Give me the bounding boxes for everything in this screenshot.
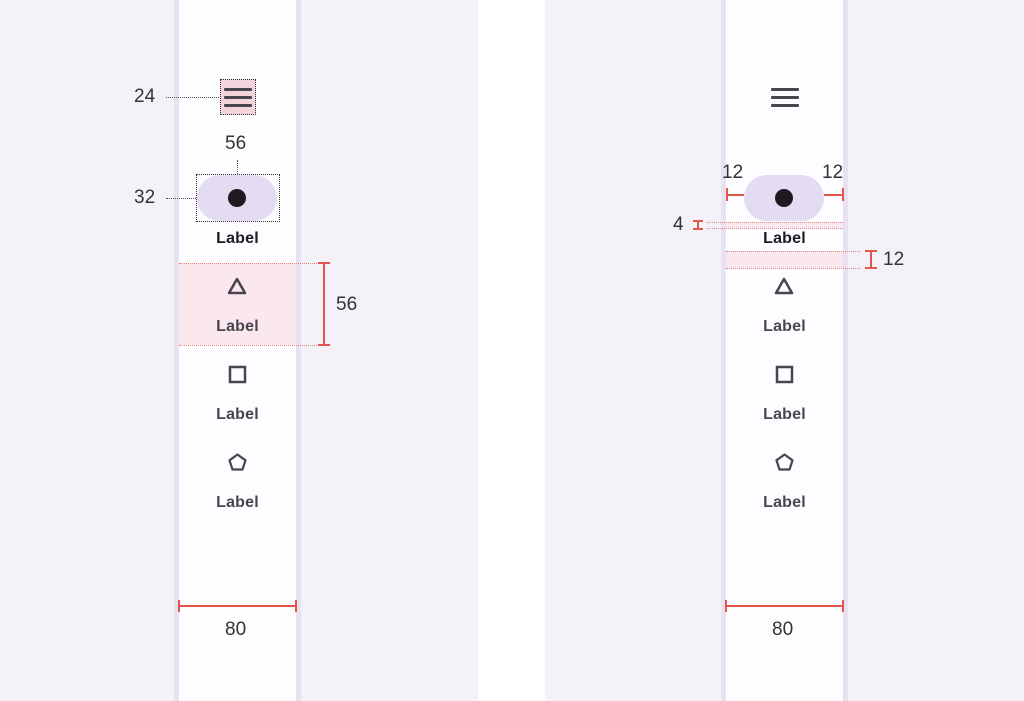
padding-left-cap bbox=[726, 188, 728, 201]
item-height-bracket bbox=[323, 263, 325, 346]
padding-right-line bbox=[824, 194, 843, 196]
menu-icon[interactable] bbox=[771, 88, 799, 108]
indicator-width-leader bbox=[237, 160, 238, 174]
nav-item-label-4: Label bbox=[763, 494, 806, 511]
indicator-height-label: 32 bbox=[134, 187, 156, 208]
item-gap-bottom-guide bbox=[726, 268, 860, 269]
nav-item-label-2: Label bbox=[216, 318, 259, 335]
active-indicator[interactable] bbox=[197, 175, 277, 221]
rail-width-cap-right bbox=[842, 600, 844, 612]
filled-circle-icon bbox=[228, 189, 246, 207]
navigation-rail-right bbox=[721, 0, 848, 701]
triangle-icon bbox=[774, 277, 794, 295]
navigation-rail-left bbox=[174, 0, 301, 701]
nav-item-label-3: Label bbox=[216, 406, 259, 423]
square-icon bbox=[775, 365, 794, 384]
item-bottom-guide bbox=[179, 345, 321, 346]
item-height-label: 56 bbox=[336, 294, 358, 315]
square-icon bbox=[228, 365, 247, 384]
filled-circle-icon bbox=[775, 189, 793, 207]
item-gap-label: 12 bbox=[883, 249, 905, 270]
item-gap-highlight bbox=[726, 251, 843, 268]
rail-width-line bbox=[726, 605, 843, 607]
label-gap-highlight bbox=[726, 222, 843, 228]
nav-item-label-1: Label bbox=[763, 230, 806, 247]
item-top-guide bbox=[179, 263, 321, 264]
indicator-height-leader bbox=[166, 198, 196, 199]
triangle-icon bbox=[227, 277, 247, 295]
panel-divider bbox=[478, 0, 545, 701]
item-height-cap-bottom bbox=[318, 344, 330, 346]
label-gap-cap-top bbox=[693, 220, 703, 222]
item-gap-cap-top bbox=[865, 250, 877, 252]
menu-icon[interactable] bbox=[224, 88, 252, 108]
rail-width-label: 80 bbox=[225, 619, 247, 640]
label-gap-bottom-guide bbox=[707, 228, 843, 229]
nav-item-label-2: Label bbox=[763, 318, 806, 335]
rail-width-cap-right bbox=[295, 600, 297, 612]
active-indicator[interactable] bbox=[744, 175, 824, 221]
rail-width-label: 80 bbox=[772, 619, 794, 640]
padding-left-line bbox=[726, 194, 744, 196]
rail-width-line bbox=[179, 605, 296, 607]
item-height-cap-top bbox=[318, 262, 330, 264]
nav-item-label-3: Label bbox=[763, 406, 806, 423]
padding-right-cap bbox=[842, 188, 844, 201]
pentagon-icon bbox=[775, 453, 794, 471]
pentagon-icon bbox=[228, 453, 247, 471]
item-gap-top-guide bbox=[726, 251, 860, 252]
menu-size-leader bbox=[166, 97, 219, 98]
item-gap-bracket bbox=[870, 251, 872, 269]
label-gap-label: 4 bbox=[673, 214, 684, 235]
indicator-width-label: 56 bbox=[225, 133, 247, 154]
label-gap-bracket bbox=[697, 221, 699, 229]
nav-item-label-4: Label bbox=[216, 494, 259, 511]
label-gap-cap-bottom bbox=[693, 228, 703, 230]
indicator-padding-left-label: 12 bbox=[722, 162, 744, 183]
item-height-highlight bbox=[179, 263, 296, 345]
item-gap-cap-bottom bbox=[865, 267, 877, 269]
nav-item-label-1: Label bbox=[216, 230, 259, 247]
rail-width-cap-left bbox=[178, 600, 180, 612]
menu-size-label: 24 bbox=[134, 86, 156, 107]
indicator-padding-right-label: 12 bbox=[822, 162, 844, 183]
label-gap-top-guide bbox=[707, 222, 843, 223]
indicator-bounds bbox=[196, 174, 280, 222]
rail-width-cap-left bbox=[725, 600, 727, 612]
